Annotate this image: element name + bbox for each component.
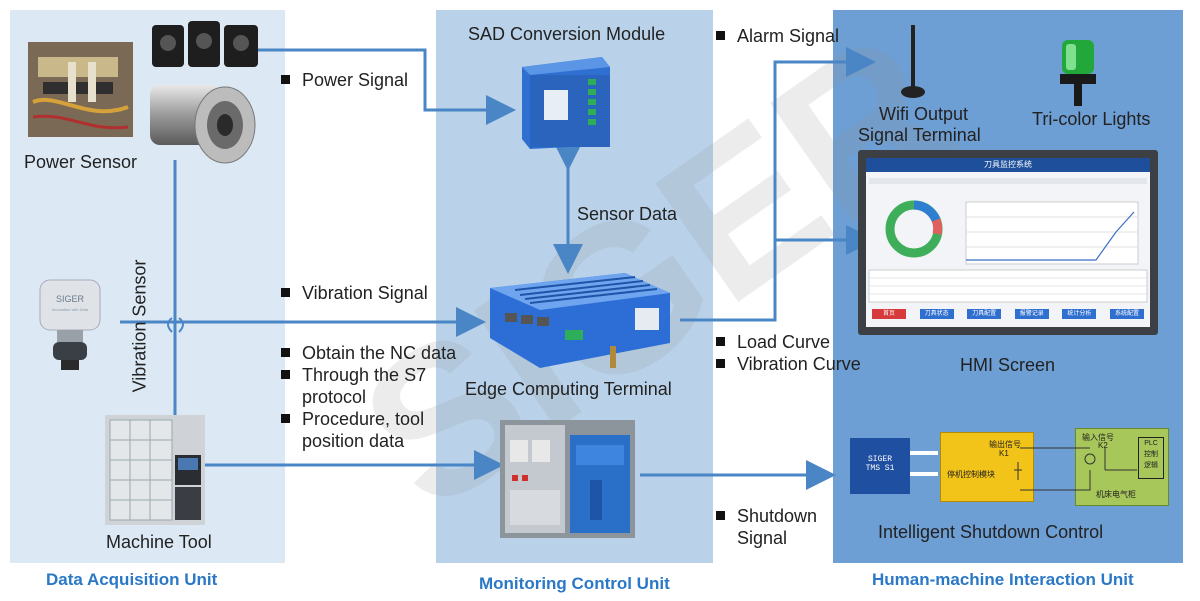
shutdown-signal-label-1: Shutdown bbox=[716, 505, 817, 527]
hmi-button-system-config[interactable]: 系统配置 bbox=[1109, 309, 1144, 319]
wifi-terminal-label-2: Signal Terminal bbox=[858, 125, 981, 145]
alarm-signal-label: Alarm Signal bbox=[716, 25, 839, 47]
monitoring-control-unit-label: Monitoring Control Unit bbox=[479, 574, 670, 593]
hmi-button-alarm-log[interactable]: 报警记录 bbox=[1014, 309, 1049, 319]
plc-input-k2: K2 bbox=[1098, 441, 1108, 450]
hmi-button-statistics[interactable]: 统计分析 bbox=[1062, 309, 1097, 319]
power-signal-wire bbox=[245, 48, 516, 125]
hmi-button-tool-config[interactable]: 刀具配置 bbox=[967, 309, 1002, 319]
edge-terminal-label: Edge Computing Terminal bbox=[465, 379, 672, 399]
shutdown-control-label: Intelligent Shutdown Control bbox=[878, 522, 1104, 542]
hmi-titlebar: 刀具监控系统 bbox=[866, 158, 1150, 172]
plc-input-label: 输入信号 bbox=[1082, 433, 1114, 442]
plc-label-2: 控制 bbox=[1144, 451, 1158, 458]
nc-data-label-1: Obtain the NC data bbox=[281, 342, 456, 364]
tri-color-lights-label: Tri-color Lights bbox=[1032, 109, 1151, 129]
machine-tool-label: Machine Tool bbox=[106, 532, 212, 552]
hmi-screen-label: HMI Screen bbox=[960, 355, 1056, 375]
data-acquisition-unit-label: Data Acquisition Unit bbox=[46, 570, 218, 589]
hmi-title: 刀具监控系统 bbox=[984, 160, 1032, 169]
load-curve-label: Load Curve bbox=[716, 331, 830, 353]
tms-box: SIGER TMS S1 bbox=[850, 438, 910, 494]
stop-module-k1: K1 bbox=[999, 449, 1009, 458]
vibration-signal-label: Vibration Signal bbox=[281, 282, 428, 304]
power-sensor-label: Power Sensor bbox=[24, 152, 138, 172]
vibration-sensor-photo: SIGER Innovation with Data bbox=[35, 275, 105, 375]
nc-data-label-5: position data bbox=[302, 431, 405, 451]
power-sensor-photo bbox=[28, 42, 133, 137]
sensor-data-label: Sensor Data bbox=[577, 204, 678, 224]
sad-module-label: SAD Conversion Module bbox=[468, 24, 666, 44]
stop-module-name: 停机控制模块 bbox=[947, 470, 995, 479]
hmi-button-tool-status[interactable]: 刀具状态 bbox=[919, 309, 954, 319]
plc-label-1: PLC bbox=[1144, 440, 1158, 447]
edge-terminal-photo bbox=[485, 268, 675, 373]
plc-label-3: 逻辑 bbox=[1144, 462, 1158, 469]
machine-cabinet-box: 输入信号 K2 PLC 控制 逻辑 机床电气柜 bbox=[1075, 428, 1169, 506]
vibration-curve-label: Vibration Curve bbox=[716, 353, 861, 375]
alarm-wire bbox=[680, 47, 876, 322]
antenna-icon bbox=[898, 25, 928, 100]
wifi-terminal-label-1: Wifi Output bbox=[879, 104, 969, 124]
hmi-unit-label: Human-machine Interaction Unit bbox=[872, 570, 1134, 589]
tms-model: TMS S1 bbox=[865, 464, 895, 473]
plc-box: PLC 控制 逻辑 bbox=[1138, 437, 1164, 479]
nc-data-label-3: protocol bbox=[302, 387, 367, 407]
stop-module-output: 输出信号 bbox=[989, 440, 1021, 449]
nc-data-label-4: Procedure, tool bbox=[281, 408, 424, 430]
spindle-icon bbox=[140, 70, 260, 170]
machine-tool-photo bbox=[105, 415, 205, 525]
current-transformer-icon bbox=[150, 15, 262, 75]
sad-module-photo bbox=[512, 55, 617, 150]
tms-brand: SIGER bbox=[867, 455, 892, 464]
siger-tagline-text: Innovation with Data bbox=[52, 307, 89, 312]
siger-logo-text: SIGER bbox=[56, 294, 85, 304]
hmi-content bbox=[868, 178, 1148, 303]
cabinet-label: 机床电气柜 bbox=[1096, 490, 1136, 499]
power-signal-label: Power Signal bbox=[281, 69, 408, 91]
hmi-button-home[interactable]: 首页 bbox=[872, 309, 906, 319]
tri-color-light-icon bbox=[1058, 38, 1098, 106]
controller-cabinet-photo bbox=[500, 420, 635, 538]
nc-data-label-2: Through the S7 bbox=[281, 364, 426, 386]
hmi-screen: 刀具监控系统 首页 刀具状态 刀具配置 报警记录 统计分析 系统配置 bbox=[858, 150, 1158, 335]
shutdown-signal-label-2: Signal bbox=[737, 528, 788, 548]
